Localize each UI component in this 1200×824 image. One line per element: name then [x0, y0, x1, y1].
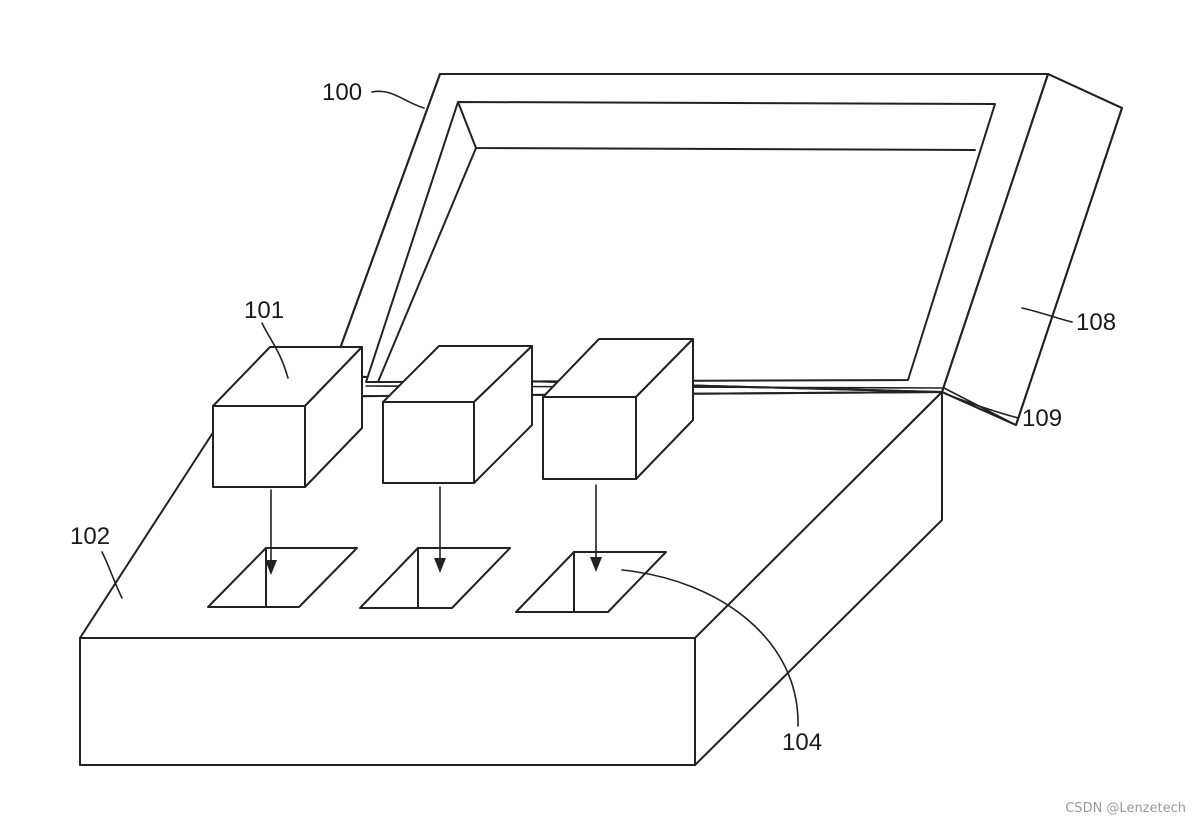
arrow-3-head: [590, 557, 602, 572]
arrow-2-head: [434, 558, 446, 573]
block-3-side: [635, 338, 694, 480]
block-2-side: [473, 345, 533, 484]
leader-104: [621, 569, 799, 727]
leader-109: [945, 393, 1019, 419]
leader-lines: [101, 90, 1073, 727]
insertion-arrows: [265, 484, 602, 575]
slot-1: [207, 547, 358, 608]
leader-102: [101, 551, 123, 599]
label-108: 108: [1076, 309, 1116, 336]
block-3: [542, 338, 694, 480]
label-100: 100: [322, 79, 362, 106]
leader-100: [371, 90, 425, 109]
label-102: 102: [70, 523, 110, 550]
block-3-front: [542, 396, 637, 480]
leader-108: [1021, 307, 1073, 323]
base-front: [79, 637, 696, 766]
label-109: 109: [1022, 405, 1062, 432]
base: [79, 391, 943, 766]
base-side: [694, 391, 943, 766]
block-1-side: [304, 346, 363, 488]
arrow-1-head: [265, 560, 277, 575]
slots: [207, 547, 667, 613]
lid-side: [941, 73, 1123, 426]
label-101: 101: [244, 297, 284, 324]
lid: [329, 73, 1123, 426]
label-104: 104: [782, 729, 822, 756]
slot-2: [359, 547, 511, 609]
block-2: [382, 345, 533, 484]
lid-screen-bezel: [365, 101, 996, 383]
block-2-front: [382, 401, 475, 484]
lid-screen-inner-left: [377, 147, 477, 383]
slot-3: [515, 551, 667, 613]
leader-101: [261, 322, 289, 379]
watermark: CSDN @Lenzetech: [1065, 801, 1186, 816]
block-1-front: [212, 405, 306, 488]
